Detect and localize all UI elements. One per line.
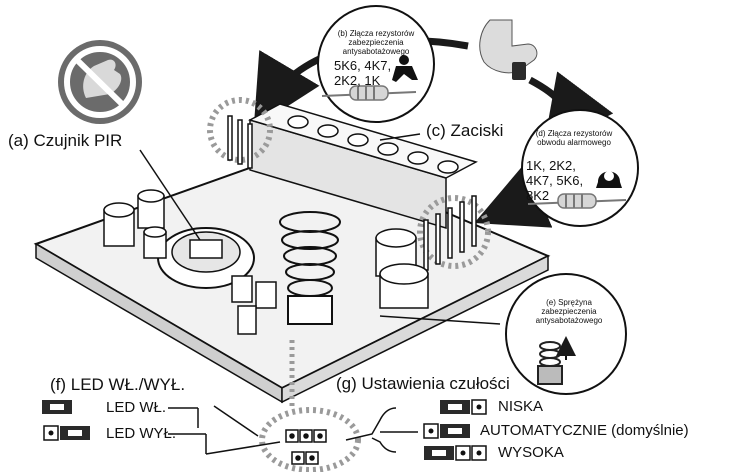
led-title: (f) LED WŁ./WYŁ. (50, 375, 186, 394)
terminal-block (248, 103, 478, 230)
pir-sensor-label: (a) Czujnik PIR (8, 131, 123, 150)
tamper-resistor-values: 5K6, 4K7, 2K2, 1K (334, 58, 392, 88)
tamper-resistor-title: (b) Złącza rezystorów zabezpieczenia ant… (337, 29, 415, 56)
alarm-resistor-title: (d) Złącza rezystorów obwodu alarmowego (535, 129, 613, 147)
capacitors (103, 189, 429, 309)
led-on-label: LED WŁ. (106, 399, 167, 416)
led-off-jumper-icon (43, 425, 90, 441)
sensitivity-high-label: WYSOKA (498, 444, 564, 461)
no-touch-icon (58, 40, 142, 124)
spring-icon (537, 341, 563, 385)
tamper-spring-callout (505, 273, 627, 395)
pcb-board (33, 148, 551, 404)
leader-lines (139, 133, 501, 455)
alarm-resistor-values: 1K, 2K2, 4K7, 5K6, 8K2 (526, 158, 584, 203)
sens-low-jumper-icon (440, 399, 487, 415)
board-jumpers (231, 275, 277, 335)
resistor-icon (527, 193, 627, 209)
tamper-spring (279, 211, 341, 325)
led-on-jumper-icon (42, 400, 72, 414)
alarm-resistor-callout (521, 109, 639, 227)
pin-block-icon (285, 429, 327, 465)
sensitivity-title: (g) Ustawienia czułości (336, 374, 510, 393)
resistor-icon (321, 85, 417, 101)
sens-auto-jumper-icon (423, 423, 470, 439)
pin-headers (227, 115, 477, 271)
alarm-bell-icon (596, 171, 622, 188)
terminals-label: (c) Zaciski (426, 121, 504, 140)
pir-sensor (157, 227, 255, 289)
sensitivity-auto-label: AUTOMATYCZNIE (domyślnie) (480, 422, 689, 439)
sensitivity-low-label: NISKA (498, 398, 544, 415)
highlight-rings (207, 97, 491, 472)
tamper-spring-label: (e) Sprężyna zabezpieczenia antysabotażo… (535, 298, 603, 325)
hand-pointer-icon (479, 19, 538, 80)
led-off-label: LED WYŁ. (106, 425, 177, 442)
tamper-figure-icon (392, 55, 418, 82)
tamper-resistor-callout (317, 5, 435, 123)
sens-high-jumper-icon (424, 445, 487, 461)
